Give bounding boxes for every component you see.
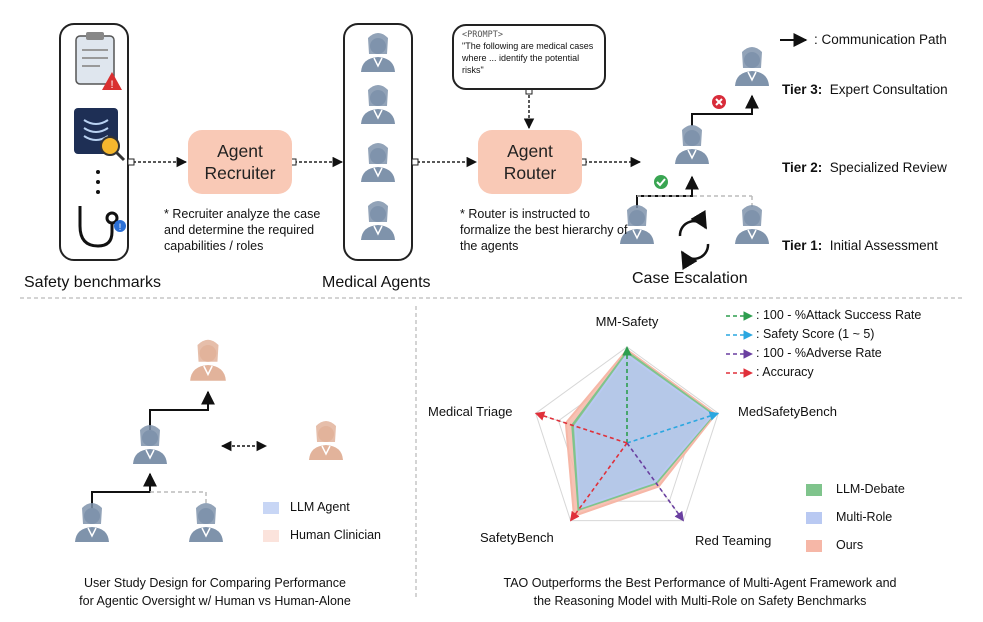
router-note: * Router is instructed to formalize the … bbox=[460, 207, 628, 253]
series-legend-label: LLM-Debate bbox=[836, 482, 905, 496]
radar-axis-label: SafetyBench bbox=[480, 530, 554, 545]
xray-icon bbox=[74, 108, 126, 162]
case-escalation-label: Case Escalation bbox=[632, 270, 748, 287]
legend-human-clinician: Human Clinician bbox=[290, 528, 382, 542]
tier-2-label: Tier 2: Specialized Review bbox=[782, 160, 947, 175]
initial-agent-icon bbox=[735, 205, 769, 244]
human-expert-icon bbox=[190, 339, 226, 381]
metric-arrow bbox=[534, 411, 628, 444]
recruiter-note: * Recruiter analyze the case and determi… bbox=[164, 207, 321, 253]
medical-agents-label: Medical Agents bbox=[322, 274, 431, 291]
bottom-right-caption: TAO Outperforms the Best Performance of … bbox=[503, 576, 897, 608]
radar-axis-label: Medical Triage bbox=[428, 404, 513, 419]
series-legend-swatch bbox=[806, 540, 822, 552]
radar-axis-label: Red Teaming bbox=[695, 533, 772, 548]
initial-agent-icon bbox=[620, 205, 654, 244]
llm-agent-icon bbox=[189, 503, 223, 542]
medical-agent-icon bbox=[361, 85, 395, 124]
prompt-tag: <PROMPT> bbox=[462, 30, 503, 40]
llm-agent-icon bbox=[133, 425, 167, 464]
metric-arrow bbox=[626, 442, 685, 522]
tier-1-label: Tier 1: Initial Assessment bbox=[782, 238, 938, 253]
router-line1: Agent bbox=[507, 141, 553, 161]
comm-path-label: : Communication Path bbox=[814, 32, 947, 47]
recruiter-line1: Agent bbox=[217, 141, 263, 161]
prompt-text: "The following are medical cases where .… bbox=[462, 41, 594, 75]
series-legend-swatch bbox=[806, 512, 822, 524]
safety-benchmarks-label: Safety benchmarks bbox=[24, 274, 161, 291]
radar-series-multi-role bbox=[573, 353, 714, 509]
llm-agent-icon bbox=[75, 503, 109, 542]
stethoscope-icon: ! bbox=[78, 206, 126, 248]
medical-agent-icon bbox=[361, 201, 395, 240]
clipboard-icon: ! bbox=[75, 32, 122, 91]
bottom-left-caption: User Study Design for Comparing Performa… bbox=[79, 576, 351, 608]
radar-gridline bbox=[535, 346, 719, 522]
tier-3-label: Tier 3: Expert Consultation bbox=[782, 82, 948, 97]
series-legend-swatch bbox=[806, 484, 822, 496]
svg-text:!: ! bbox=[110, 79, 113, 91]
expert-agent-icon bbox=[735, 47, 769, 86]
metric-arrow bbox=[569, 442, 628, 522]
check-icon bbox=[654, 175, 668, 189]
series-legend-label: Ours bbox=[836, 538, 864, 552]
svg-text:!: ! bbox=[119, 222, 122, 232]
series-legend-label: Multi-Role bbox=[836, 510, 893, 524]
metric-legend-label: : 100 - %Attack Success Rate bbox=[756, 308, 922, 322]
human-clinician-icon bbox=[309, 421, 343, 460]
radar-chart bbox=[534, 346, 720, 522]
router-line2: Router bbox=[503, 163, 557, 183]
metric-legend-label: : 100 - %Adverse Rate bbox=[756, 346, 882, 360]
metric-arrow bbox=[626, 411, 720, 444]
specialist-agent-icon bbox=[675, 125, 709, 164]
metric-legend-label: : Accuracy bbox=[756, 365, 814, 379]
recruiter-line2: Recruiter bbox=[204, 163, 276, 183]
cycle-icon bbox=[678, 209, 710, 271]
prompt-box: <PROMPT> "The following are medical case… bbox=[452, 24, 606, 90]
agents-frame bbox=[343, 23, 413, 261]
radar-axis-label: MedSafetyBench bbox=[738, 404, 838, 419]
medical-agent-icon bbox=[361, 143, 395, 182]
medical-agent-icon bbox=[361, 33, 395, 72]
metric-legend-label: : Safety Score (1 ~ 5) bbox=[756, 327, 875, 341]
radar-axis-label: MM-Safety bbox=[595, 314, 659, 329]
legend-llm-agent: LLM Agent bbox=[290, 500, 350, 514]
